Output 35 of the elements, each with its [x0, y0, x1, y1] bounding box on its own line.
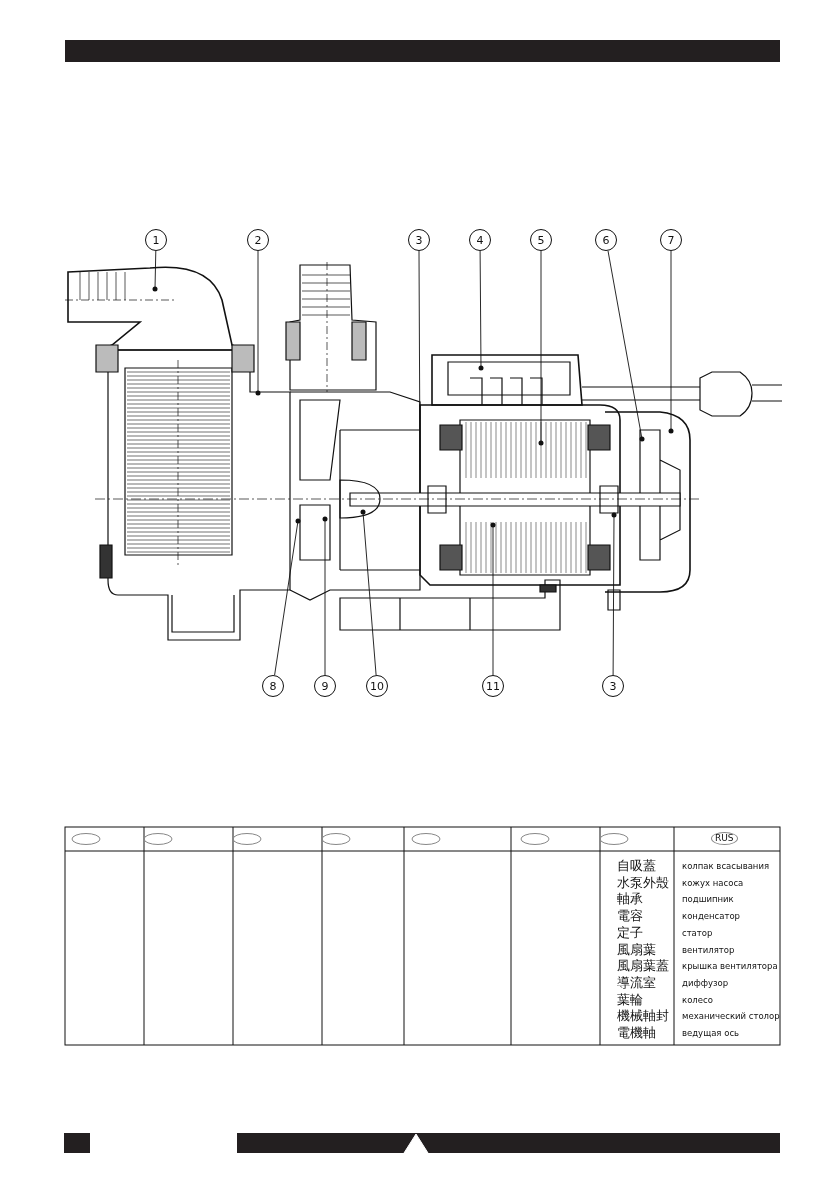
callout-number: 3 [602, 675, 624, 697]
callout-number: 1 [145, 229, 167, 251]
part-name: статор [682, 927, 713, 938]
part-name: колесо [682, 994, 713, 1005]
callout-number: 8 [262, 675, 284, 697]
part-name: 風扇葉蓋 [617, 958, 669, 974]
part-name: 葉輪 [617, 991, 643, 1007]
part-name: кожух насоса [682, 877, 744, 888]
part-name: крышка вентилятора [682, 961, 778, 972]
part-name: 軸承 [617, 891, 643, 907]
callout-number: 4 [469, 229, 491, 251]
part-name: диффузор [682, 977, 729, 988]
callout-number: 11 [482, 675, 504, 697]
callout-number: 9 [314, 675, 336, 697]
part-name: 定子 [617, 924, 643, 940]
part-name: 風扇葉 [617, 941, 656, 957]
part-name: подшипник [682, 894, 734, 905]
callout-number: 7 [660, 229, 682, 251]
callout-number: 2 [247, 229, 269, 251]
part-name: 水泵外殼 [617, 874, 669, 890]
callout-number: 10 [366, 675, 388, 697]
part-name: конденсатор [682, 911, 740, 922]
part-name: 機械軸封 [617, 1008, 669, 1024]
part-name: 電容 [617, 908, 643, 924]
part-name: 自吸蓋 [617, 858, 656, 873]
part-name: ведущая ось [682, 1028, 740, 1038]
callout-number: 5 [530, 229, 552, 251]
part-name: механический столор [682, 1011, 780, 1022]
part-name: вентилятор [682, 944, 735, 955]
part-name: 電機軸 [617, 1025, 656, 1040]
leader-line [418, 250, 421, 471]
part-name: колпак всасывания [682, 861, 770, 871]
part-name: 導流室 [617, 974, 656, 990]
callout-number: 6 [595, 229, 617, 251]
callout-number: 3 [408, 229, 430, 251]
